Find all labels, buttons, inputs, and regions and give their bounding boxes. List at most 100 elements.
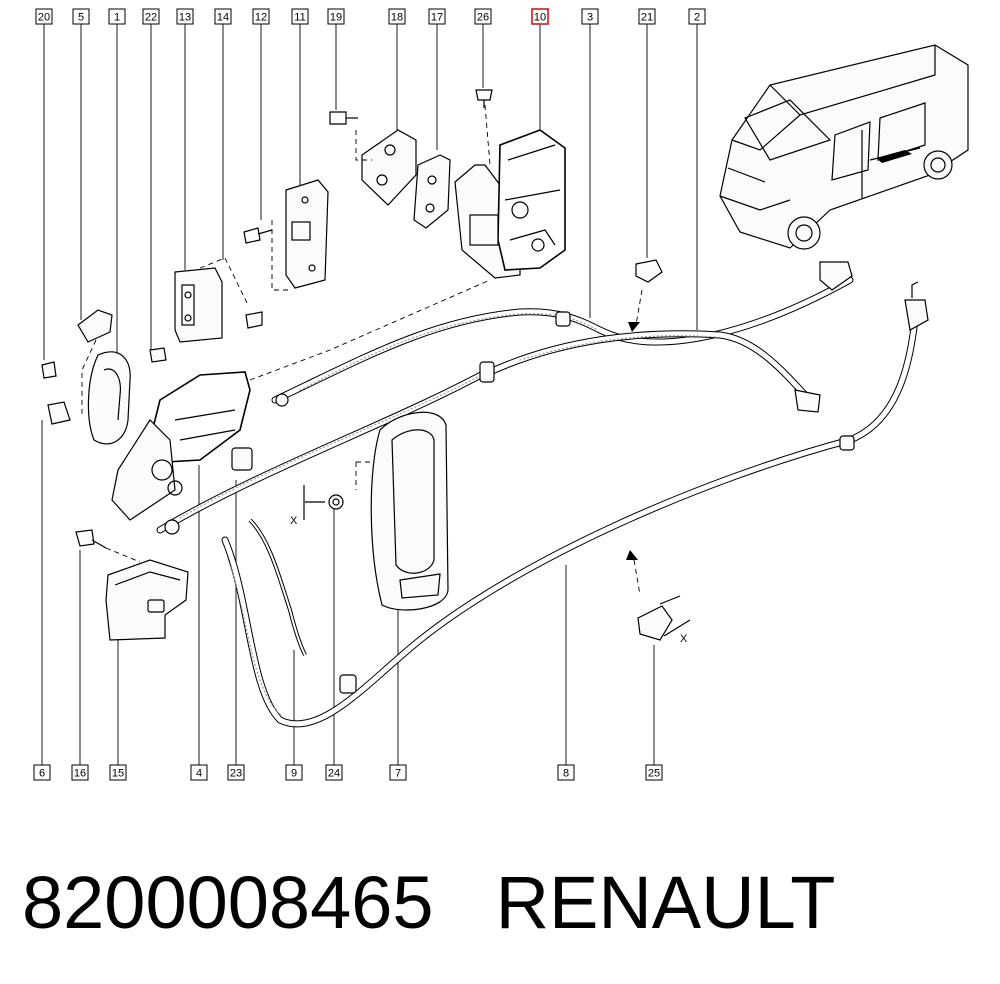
bracket-15	[105, 559, 189, 641]
callout-label: 15	[112, 768, 124, 780]
bracket-plate	[174, 257, 263, 343]
callout-label: 20	[38, 12, 50, 24]
callout-label: 18	[391, 12, 403, 24]
callout-label: 24	[328, 768, 340, 780]
callout-label: 11	[294, 12, 305, 24]
callout-label: 14	[217, 12, 229, 24]
callout-box	[190, 764, 208, 781]
callout-box	[645, 764, 663, 781]
callout-label: 23	[230, 768, 242, 780]
callout-box	[638, 8, 656, 25]
callout-label: 6	[39, 768, 45, 780]
callout-box	[71, 764, 89, 781]
bottom-callout-15: 15	[109, 764, 127, 781]
callout-box	[474, 8, 492, 25]
top-callout-3: 3	[581, 8, 599, 25]
bottom-callout-8: 8	[557, 764, 575, 781]
callout-label: 16	[74, 768, 86, 780]
bottom-callout-7: 7	[389, 764, 407, 781]
callout-box	[72, 8, 90, 25]
bottom-callout-24: 24	[325, 764, 343, 781]
callout-label: 8	[563, 768, 569, 780]
callout-box	[428, 8, 446, 25]
brand-name: RENAULT	[495, 861, 836, 944]
callout-label: 22	[145, 12, 157, 24]
interior-handle	[77, 309, 131, 445]
callout-box	[531, 8, 549, 25]
callout-box	[291, 8, 309, 25]
clips: X	[626, 259, 691, 645]
exploded-parts-diagram: X X 20 5 1 22 13 14 12 11 19 18 17 26 10 3 21 2 6 16 15 4 2…	[33, 8, 969, 781]
top-callout-5: 5	[72, 8, 90, 25]
callout-box	[252, 8, 270, 25]
van-illustration	[719, 44, 969, 250]
callout-label: 13	[179, 12, 191, 24]
callout-box	[109, 764, 127, 781]
bottom-callout-23: 23	[227, 764, 245, 781]
callout-box	[176, 8, 194, 25]
striker-parts	[329, 111, 451, 229]
top-callout-1: 1	[108, 8, 126, 25]
top-callout-10: 10	[531, 8, 549, 25]
fasteners: X	[75, 485, 344, 563]
callout-box	[214, 8, 232, 25]
lock-mechanism	[41, 279, 491, 521]
bottom-callout-9: 9	[285, 764, 303, 781]
bottom-callout-4: 4	[190, 764, 208, 781]
exterior-handle	[355, 411, 449, 611]
callout-label: 10	[534, 12, 546, 24]
callout-label: 12	[255, 12, 267, 24]
callout-label: 7	[395, 768, 401, 780]
callout-label: 9	[291, 768, 297, 780]
top-callout-11: 11	[291, 8, 309, 25]
callout-label: 19	[330, 12, 342, 24]
callout-box	[327, 8, 345, 25]
callout-box	[388, 8, 406, 25]
callouts-top: 20 5 1 22 13 14 12 11 19 18 17 26 10 3 21 2	[35, 8, 706, 25]
top-leader-lines	[43, 24, 698, 360]
callout-label: 1	[114, 12, 120, 24]
door-plate	[243, 179, 329, 291]
callout-box	[227, 764, 245, 781]
callout-box	[285, 764, 303, 781]
bottom-leader-lines	[41, 420, 655, 765]
cables	[156, 261, 929, 728]
dimension-mark-right: X	[680, 633, 688, 645]
callout-box	[581, 8, 599, 25]
top-callout-18: 18	[388, 8, 406, 25]
callout-label: 17	[431, 12, 443, 24]
top-callout-19: 19	[327, 8, 345, 25]
top-callout-13: 13	[176, 8, 194, 25]
part-number: 8200008465	[22, 861, 434, 944]
lock-assembly	[454, 89, 566, 279]
callout-label: 4	[196, 768, 202, 780]
top-callout-17: 17	[428, 8, 446, 25]
dimension-mark-left: X	[290, 515, 298, 527]
callout-label: 3	[587, 12, 593, 24]
callout-box	[35, 8, 53, 25]
top-callout-2: 2	[688, 8, 706, 25]
callout-box	[389, 764, 407, 781]
top-callout-14: 14	[214, 8, 232, 25]
callout-box	[108, 8, 126, 25]
top-callout-12: 12	[252, 8, 270, 25]
callout-box	[557, 764, 575, 781]
top-callout-22: 22	[142, 8, 160, 25]
callout-box	[33, 764, 51, 781]
callout-box	[325, 764, 343, 781]
callout-label: 2	[694, 12, 700, 24]
callouts-bottom: 6 16 15 4 23 9 24 7 8 25	[33, 764, 663, 781]
footer: 8200008465 RENAULT	[22, 860, 835, 945]
top-callout-21: 21	[638, 8, 656, 25]
callout-label: 25	[648, 768, 660, 780]
callout-label: 26	[477, 12, 489, 24]
callout-label: 5	[78, 12, 84, 24]
bottom-callout-16: 16	[71, 764, 89, 781]
top-callout-26: 26	[474, 8, 492, 25]
bottom-callout-6: 6	[33, 764, 51, 781]
callout-label: 21	[641, 12, 653, 24]
bottom-callout-25: 25	[645, 764, 663, 781]
callout-box	[688, 8, 706, 25]
top-callout-20: 20	[35, 8, 53, 25]
callout-box	[142, 8, 160, 25]
